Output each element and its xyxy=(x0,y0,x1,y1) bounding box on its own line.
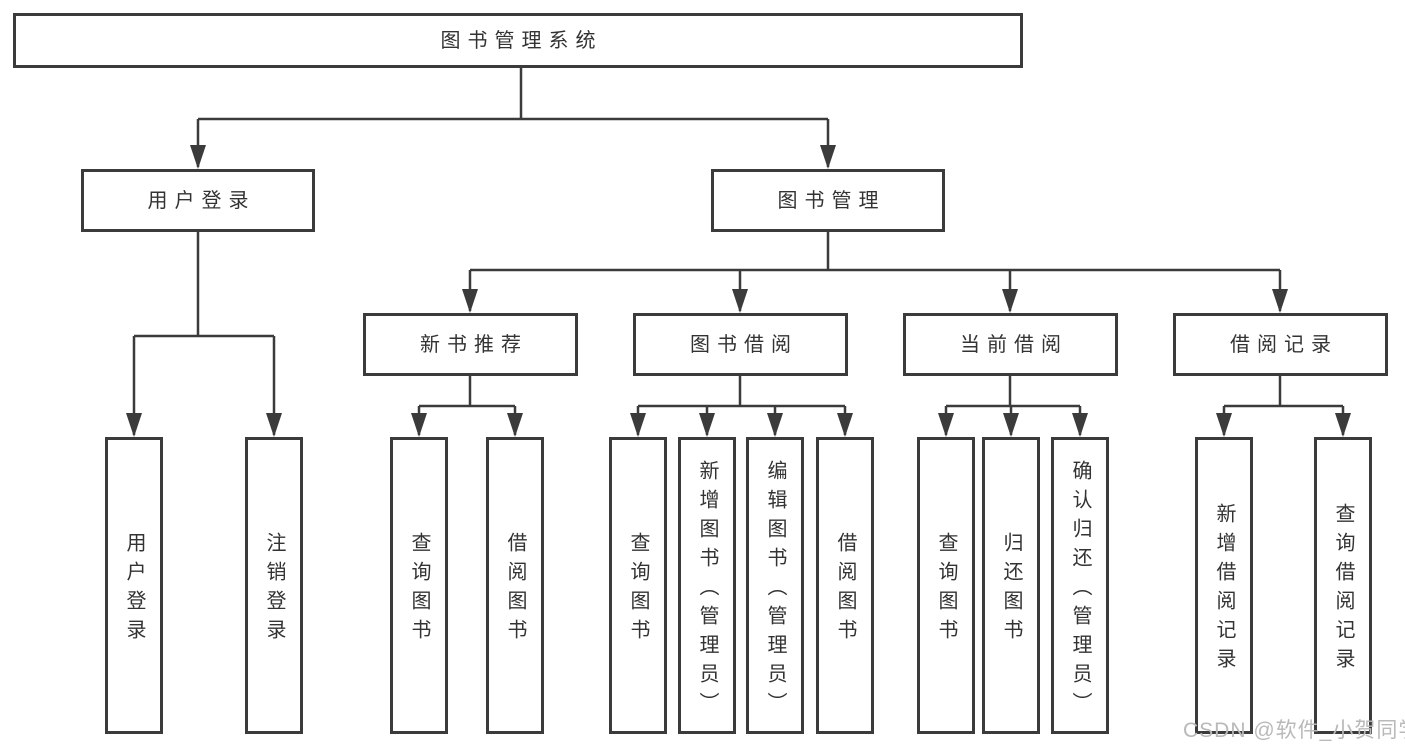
leaf-borrow-books-recommend: 借阅图书 xyxy=(486,437,544,734)
arrowhead-icon xyxy=(1072,413,1088,437)
csdn-watermark: CSDN @软件_小贺同学 xyxy=(1183,719,1405,742)
arrowhead-icon xyxy=(820,145,836,169)
arrowhead-icon xyxy=(699,413,715,437)
arrowheads xyxy=(126,145,1351,437)
arrowhead-icon xyxy=(1003,413,1019,437)
node-book-management: 图书管理 xyxy=(711,169,945,232)
arrowhead-icon xyxy=(507,413,523,437)
arrowhead-icon xyxy=(1216,413,1232,437)
leaf-add-books-admin: 新增图书（管理员） xyxy=(678,437,736,734)
leaf-add-borrow-record: 新增借阅记录 xyxy=(1195,437,1253,734)
arrowhead-icon xyxy=(1335,413,1351,437)
node-library-system: 图书管理系统 xyxy=(13,13,1023,68)
arrowhead-icon xyxy=(732,289,748,313)
arrowhead-icon xyxy=(938,413,954,437)
leaf-logout: 注销登录 xyxy=(245,437,303,734)
node-book-borrow: 图书借阅 xyxy=(633,313,848,376)
arrowhead-icon xyxy=(630,413,646,437)
arrowhead-icon xyxy=(190,145,206,169)
arrowhead-icon xyxy=(462,289,478,313)
leaf-user-login: 用户登录 xyxy=(105,437,163,734)
arrowhead-icon xyxy=(767,413,783,437)
arrowhead-icon xyxy=(1002,289,1018,313)
tree-edges xyxy=(132,68,1345,435)
leaf-query-books-recommend: 查询图书 xyxy=(390,437,448,734)
leaf-confirm-return-admin: 确认归还（管理员） xyxy=(1051,437,1109,734)
leaf-return-books: 归还图书 xyxy=(982,437,1040,734)
arrowhead-icon xyxy=(266,413,282,437)
node-new-book-recommend: 新书推荐 xyxy=(363,313,578,376)
leaf-borrow-books: 借阅图书 xyxy=(816,437,874,734)
node-user-login: 用户登录 xyxy=(81,169,315,232)
leaf-query-books-borrow: 查询图书 xyxy=(609,437,667,734)
node-borrow-records: 借阅记录 xyxy=(1173,313,1388,376)
leaf-query-borrow-record: 查询借阅记录 xyxy=(1314,437,1372,734)
leaf-query-books-current: 查询图书 xyxy=(917,437,975,734)
node-current-borrow: 当前借阅 xyxy=(903,313,1118,376)
leaf-edit-books-admin: 编辑图书（管理员） xyxy=(746,437,804,734)
arrowhead-icon xyxy=(837,413,853,437)
arrowhead-icon xyxy=(411,413,427,437)
arrowhead-icon xyxy=(126,413,142,437)
arrowhead-icon xyxy=(1272,289,1288,313)
